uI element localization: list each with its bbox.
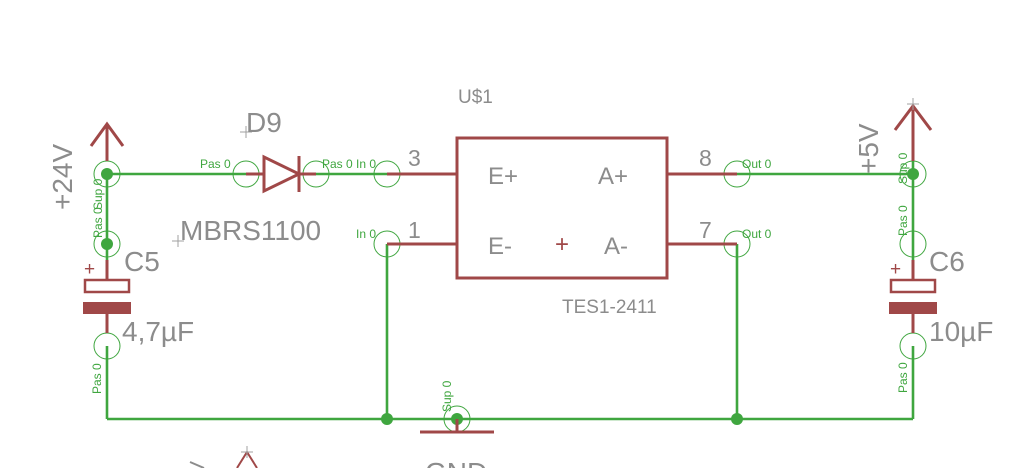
pin-circles: [93, 160, 927, 433]
pin-number-3: 3: [408, 145, 421, 171]
junctions: [101, 168, 919, 425]
supply-24v-label: +24V: [47, 144, 78, 210]
c5-polarity: +: [84, 259, 95, 280]
diode-triangle[interactable]: [262, 154, 303, 194]
junction-dot: [907, 168, 919, 180]
chip-body[interactable]: [455, 136, 669, 280]
c5-value-label: 4,7µF: [122, 316, 194, 347]
pin-number-1: 1: [408, 217, 421, 243]
pin-label-chip-in-plus: In 0: [356, 157, 376, 171]
capacitor-c5[interactable]: + C5 4,7µF: [83, 246, 194, 347]
pin-circle: [93, 230, 121, 258]
pin-label-diode-cathode: Pas 0: [322, 157, 353, 171]
pin-label-diode-anode: Pas 0: [200, 157, 231, 171]
pin-label-chip-in-minus: In 0: [356, 227, 376, 241]
pin-label-c6-minus: Pas 0: [896, 362, 910, 393]
pin-label-c5-minus: Pas 0: [90, 363, 104, 394]
chip-tes1-2411[interactable]: E+ E- A+ A- + 3 1 8 7 U$1 TES1-2411: [387, 87, 737, 318]
chip-pin-a-plus: A+: [598, 163, 628, 190]
junction-dot: [101, 168, 113, 180]
c6-ref-label: C6: [929, 246, 965, 277]
junction-dot: [731, 413, 743, 425]
c6-plate-bottom[interactable]: [889, 302, 937, 314]
pin-label-c5-plus: Pas 0: [91, 207, 105, 238]
c6-plate-top[interactable]: [889, 278, 937, 294]
chip-pin-e-minus: E-: [488, 233, 512, 260]
offscreen-part-fragments: [189, 446, 258, 468]
ground-symbol[interactable]: GND: [420, 419, 494, 468]
diode-d9[interactable]: D9 MBRS1100: [172, 107, 321, 247]
capacitor-c6[interactable]: + C6 10µF: [889, 246, 993, 347]
c5-plate-top[interactable]: [83, 278, 131, 294]
junction-dot: [101, 238, 113, 250]
pin-labels: Pas 0 Pas 0 In 0 In 0 Out 0 Out 0 Sup 0 …: [90, 152, 910, 412]
supply-24v[interactable]: +24V: [47, 121, 125, 210]
pin-label-c6-plus: Pas 0: [896, 205, 910, 236]
c6-polarity: +: [890, 259, 901, 280]
supply-5v-label: +5V: [853, 123, 884, 174]
chip-pin-e-plus: E+: [488, 163, 518, 190]
pin-label-gnd: Sup 0: [440, 380, 454, 412]
chip-part-label: TES1-2411: [562, 297, 657, 318]
pin-label-chip-out-minus: Out 0: [742, 227, 772, 241]
diode-ref-label: D9: [246, 107, 282, 138]
pin-circle: [899, 230, 927, 258]
pin-number-8: 8: [699, 145, 712, 171]
offscreen-stroke: [189, 461, 205, 468]
pin-number-7: 7: [699, 217, 712, 243]
pin-label-supply-24v: Sup 0: [91, 178, 105, 210]
junction-dot: [381, 413, 393, 425]
chip-center-mark: +: [555, 231, 569, 258]
gnd-label: GND: [425, 457, 487, 468]
diode-part-label: MBRS1100: [180, 215, 321, 246]
chip-pin-a-minus: A-: [604, 233, 628, 260]
c5-plate-bottom[interactable]: [83, 302, 131, 314]
c5-ref-label: C5: [124, 246, 160, 277]
c6-value-label: 10µF: [929, 316, 993, 347]
pin-label-supply-5v: Sup 0: [896, 152, 910, 184]
chip-ref-label: U$1: [458, 87, 493, 108]
supply-5v[interactable]: +5V: [853, 98, 933, 174]
pin-label-chip-out-plus: Out 0: [742, 157, 772, 171]
